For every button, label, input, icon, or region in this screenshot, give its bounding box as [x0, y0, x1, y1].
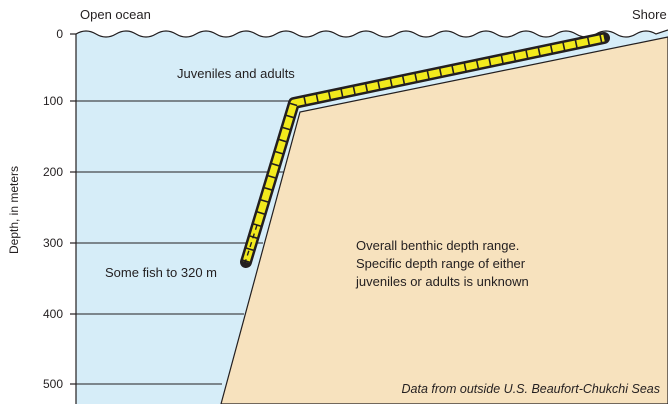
- depth-tick-labels: 0 100 200 300 400 500: [43, 27, 63, 391]
- tick-label-0: 0: [56, 27, 63, 41]
- tick-label-400: 400: [43, 307, 63, 321]
- juveniles-adults-label: Juveniles and adults: [177, 66, 295, 81]
- tick-label-500: 500: [43, 377, 63, 391]
- y-axis-title: Depth, in meters: [7, 166, 21, 254]
- tick-label-200: 200: [43, 165, 63, 179]
- range-note-line-3: juveniles or adults is unknown: [355, 274, 529, 289]
- tick-label-100: 100: [43, 94, 63, 108]
- open-ocean-label: Open ocean: [80, 7, 151, 22]
- some-fish-label: Some fish to 320 m: [105, 265, 217, 280]
- source-note: Data from outside U.S. Beaufort-Chukchi …: [402, 382, 660, 396]
- shore-label: Shore: [632, 7, 667, 22]
- tick-label-300: 300: [43, 236, 63, 250]
- range-note-line-1: Overall benthic depth range.: [356, 238, 519, 253]
- y-axis-ticks: [70, 34, 76, 384]
- range-note-line-2: Specific depth range of either: [356, 256, 526, 271]
